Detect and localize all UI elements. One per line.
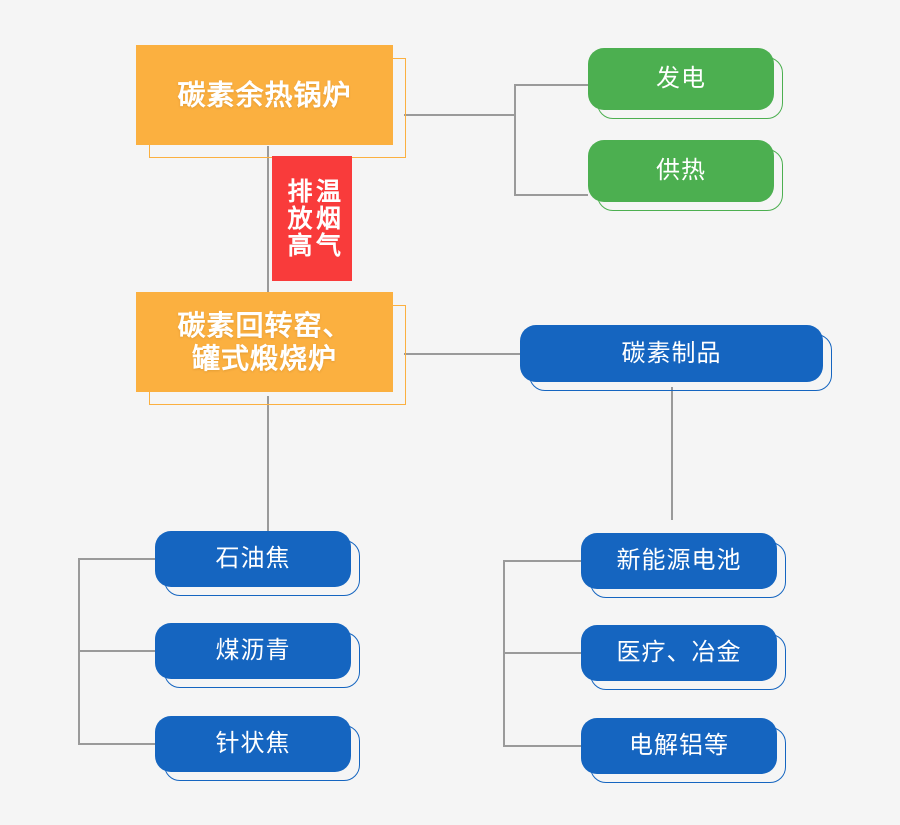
node-fill <box>581 625 777 681</box>
node-electrolytic-aluminum-label: 电解铝等 <box>629 731 729 759</box>
node-medical-metallurgy[interactable]: 医疗、冶金 <box>581 625 786 690</box>
node-carbon-products-label: 碳素制品 <box>621 339 722 367</box>
connector-kiln-to-raw-materials <box>267 396 269 532</box>
node-flue-gas-column-left: 排放高 <box>284 178 312 259</box>
connector-bracket-to-petroleum-coke <box>78 558 160 560</box>
node-heat-supply[interactable]: 供热 <box>588 140 783 211</box>
node-waste-heat-boiler-label: 碳素余热锅炉 <box>177 79 352 111</box>
node-fill <box>155 531 351 587</box>
node-fill <box>520 325 823 382</box>
node-fill <box>588 140 774 202</box>
node-petroleum-coke[interactable]: 石油焦 <box>155 531 360 596</box>
node-needle-coke[interactable]: 针状焦 <box>155 716 360 781</box>
node-coal-tar-pitch[interactable]: 煤沥青 <box>155 623 360 688</box>
connector-green-bracket-spine <box>514 84 516 196</box>
connector-bracket-to-electrolytic-aluminum <box>503 745 585 747</box>
node-flue-gas-column-right: 温烟气 <box>312 178 341 259</box>
node-new-energy-battery[interactable]: 新能源电池 <box>581 533 786 598</box>
node-power-generation[interactable]: 发电 <box>588 48 783 119</box>
connector-boiler-to-kiln <box>267 146 269 292</box>
connector-bracket-to-needle-coke <box>78 743 160 745</box>
connector-carbon-products-to-applications <box>671 387 673 520</box>
node-waste-heat-boiler[interactable]: 碳素余热锅炉 <box>136 45 406 158</box>
connector-bracket-to-medical-metallurgy <box>503 652 585 654</box>
connector-boiler-to-bracket <box>404 114 516 116</box>
node-fill <box>581 533 777 589</box>
node-fill <box>136 292 393 392</box>
node-fill <box>581 718 777 774</box>
node-rotary-kiln-label: 碳素回转窑、 罐式煅烧炉 <box>177 309 352 374</box>
node-medical-metallurgy-label: 医疗、冶金 <box>616 638 742 666</box>
node-coal-tar-pitch-label: 煤沥青 <box>215 636 291 664</box>
node-high-temp-flue-gas[interactable]: 温烟气 排放高 <box>272 156 352 281</box>
connector-kiln-to-carbon-products <box>404 353 520 355</box>
node-needle-coke-label: 针状焦 <box>215 729 291 757</box>
connector-bracket-to-power-generation <box>514 84 588 86</box>
node-fill <box>155 716 351 772</box>
node-power-generation-label: 发电 <box>656 64 706 92</box>
node-carbon-products[interactable]: 碳素制品 <box>520 325 832 391</box>
node-new-energy-battery-label: 新能源电池 <box>616 546 742 574</box>
node-rotary-kiln[interactable]: 碳素回转窑、 罐式煅烧炉 <box>136 292 406 405</box>
node-petroleum-coke-label: 石油焦 <box>215 544 291 572</box>
node-heat-supply-label: 供热 <box>656 156 706 184</box>
node-fill <box>136 45 393 145</box>
node-electrolytic-aluminum[interactable]: 电解铝等 <box>581 718 786 783</box>
node-fill <box>588 48 774 110</box>
connector-bracket-to-coal-tar-pitch <box>78 650 160 652</box>
connector-bracket-to-new-energy-battery <box>503 560 585 562</box>
node-fill <box>155 623 351 679</box>
connector-bracket-to-heat-supply <box>514 194 588 196</box>
